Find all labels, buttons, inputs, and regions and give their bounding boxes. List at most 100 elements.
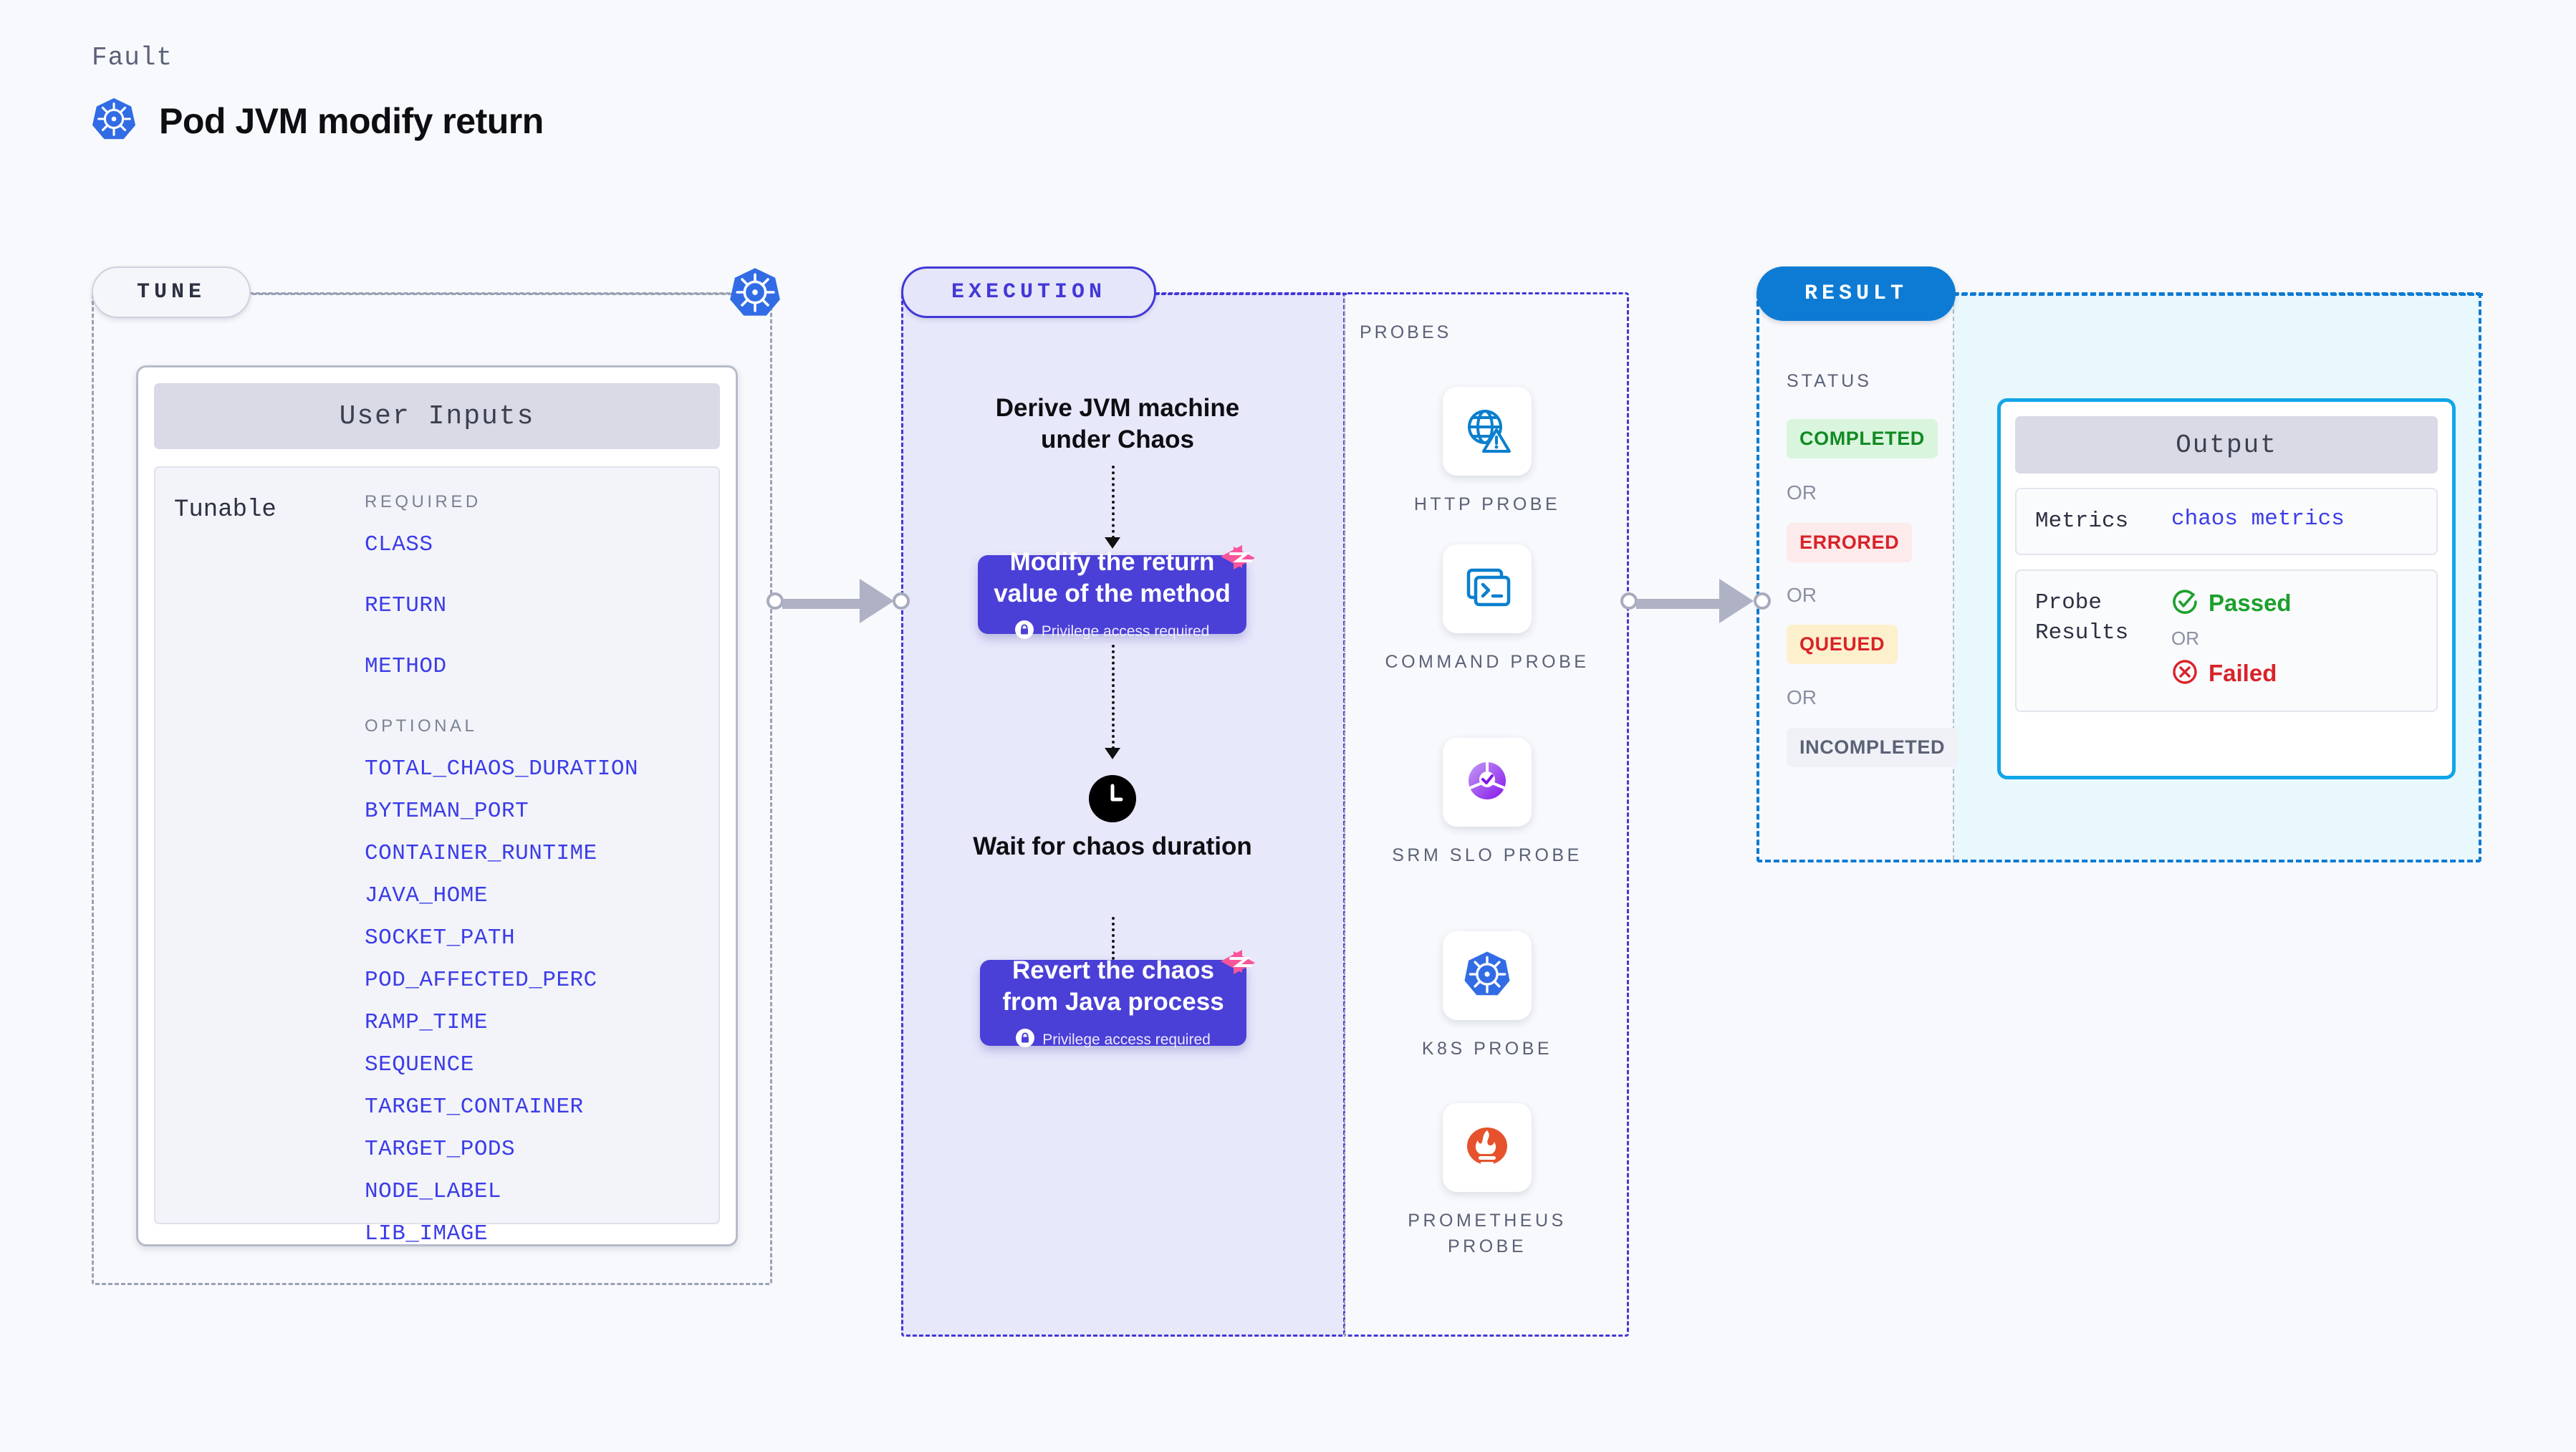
execution-action-card-3[interactable]: Revert the chaos from Java process Privi… <box>980 950 1255 1048</box>
connector-arrowhead <box>860 579 894 623</box>
metrics-value[interactable]: chaos metrics <box>2171 506 2345 532</box>
globe-warning-icon <box>1461 404 1513 459</box>
connector-tune-to-execution <box>766 579 910 623</box>
probe-results-values: Passed OR Failed <box>2171 588 2292 689</box>
tunable-label: Tunable <box>174 496 277 524</box>
probe-tile <box>1443 544 1532 633</box>
probe-result-or: OR <box>2171 627 2199 649</box>
result-divider <box>1953 295 1954 860</box>
fault-label: Fault <box>92 43 173 72</box>
status-section-label: STATUS <box>1787 371 1872 391</box>
probe-label: PROMETHEUS PROBE <box>1408 1211 1567 1257</box>
connector-line <box>1636 599 1736 609</box>
required-params-list: CLASS RETURN METHOD <box>365 532 711 679</box>
parameters-column: REQUIRED CLASS RETURN METHOD OPTIONAL TOTA… <box>360 489 711 1246</box>
execution-action-card-1[interactable]: Modify the return value of the method Pr… <box>978 545 1255 640</box>
lock-icon <box>1014 620 1034 643</box>
litmus-chaos-icon <box>1218 538 1258 578</box>
probe-result-failed: Failed <box>2171 658 2292 689</box>
title-row: Pod JVM modify return <box>92 97 544 145</box>
prometheus-icon <box>1461 1120 1513 1175</box>
probe-tile <box>1443 738 1532 827</box>
output-title: Output <box>2015 416 2438 473</box>
passed-label: Passed <box>2209 590 2292 617</box>
param-container-runtime[interactable]: CONTAINER_RUNTIME <box>365 841 597 866</box>
probe-tile <box>1443 387 1532 476</box>
param-target-pods[interactable]: TARGET_PODS <box>365 1137 516 1162</box>
param-ramp-time[interactable]: RAMP_TIME <box>365 1010 488 1035</box>
user-inputs-title: User Inputs <box>154 383 720 449</box>
stage-pill-execution[interactable]: EXECUTION <box>901 266 1156 318</box>
connector-end-node <box>1754 592 1771 610</box>
optional-params-list: TOTAL_CHAOS_DURATION BYTEMAN_PORT CONTAINE… <box>365 756 711 1246</box>
connector-start-node <box>1620 592 1638 610</box>
action-card-title: Modify the return value of the method <box>994 547 1231 607</box>
param-lib-image[interactable]: LIB_IMAGE <box>365 1221 488 1246</box>
srm-slo-icon <box>1461 755 1513 810</box>
kubernetes-icon <box>729 266 781 318</box>
status-or-0: OR <box>1787 481 1817 504</box>
tunable-section: Tunable REQUIRED CLASS RETURN METHOD OPTIO… <box>154 466 720 1246</box>
execution-step-title-0: Derive JVM machine under Chaos <box>995 394 1240 453</box>
param-byteman-port[interactable]: BYTEMAN_PORT <box>365 799 529 824</box>
param-class[interactable]: CLASS <box>365 532 433 557</box>
probe-label: COMMAND PROBE <box>1385 652 1590 672</box>
tune-header-dash <box>252 293 732 295</box>
lock-icon <box>1016 1029 1035 1051</box>
stage-pill-tune[interactable]: TUNE <box>92 266 251 318</box>
probes-divider <box>1344 292 1346 1337</box>
page-title: Pod JVM modify return <box>159 100 544 141</box>
status-badge-incompleted: INCOMPLETED <box>1787 728 1959 767</box>
result-header-dash <box>1953 293 2483 296</box>
param-method[interactable]: METHOD <box>365 654 447 679</box>
param-target-container[interactable]: TARGET_CONTAINER <box>365 1095 584 1120</box>
connector-execution-to-result <box>1620 579 1771 623</box>
output-row-probe-results: Probe Results Passed OR <box>2015 569 2438 712</box>
litmus-chaos-icon <box>1218 943 1258 983</box>
kubernetes-icon <box>92 97 136 145</box>
probe-item-srm-slo[interactable]: SRM SLO PROBE <box>1380 738 1595 868</box>
connector-start-node <box>766 592 784 610</box>
kubernetes-icon <box>1461 948 1513 1004</box>
probes-section-label: PROBES <box>1360 322 1452 342</box>
param-java-home[interactable]: JAVA_HOME <box>365 883 488 908</box>
connector-line <box>782 599 877 609</box>
status-or-2: OR <box>1787 686 1817 708</box>
privilege-row: Privilege access required <box>1016 1029 1211 1051</box>
probe-label: SRM SLO PROBE <box>1392 845 1582 865</box>
required-group-label: REQUIRED <box>365 492 481 511</box>
privilege-text: Privilege access required <box>1042 1031 1211 1048</box>
connector-end-node <box>893 592 910 610</box>
stage-pill-result[interactable]: RESULT <box>1756 266 1956 321</box>
probe-results-key: Probe Results <box>2035 590 2129 645</box>
param-pod-affected-perc[interactable]: POD_AFFECTED_PERC <box>365 968 597 993</box>
param-return[interactable]: RETURN <box>365 593 447 618</box>
status-or-1: OR <box>1787 584 1817 606</box>
probe-item-command[interactable]: COMMAND PROBE <box>1380 544 1595 675</box>
privilege-text: Privilege access required <box>1041 622 1210 640</box>
x-circle-icon <box>2171 658 2198 689</box>
clock-icon <box>1089 775 1136 822</box>
output-row-metrics: Metrics chaos metrics <box>2015 488 2438 555</box>
optional-group-label: OPTIONAL <box>365 716 478 736</box>
check-circle-icon <box>2171 588 2198 619</box>
probe-tile <box>1443 1103 1532 1192</box>
terminal-icon <box>1461 562 1513 617</box>
status-badge-queued: QUEUED <box>1787 625 1898 664</box>
failed-label: Failed <box>2209 660 2277 687</box>
param-total-chaos-duration[interactable]: TOTAL_CHAOS_DURATION <box>365 756 639 782</box>
probe-item-k8s[interactable]: K8S PROBE <box>1380 931 1595 1062</box>
metrics-key: Metrics <box>2035 509 2129 534</box>
status-badge-errored: ERRORED <box>1787 523 1913 562</box>
page-header: Fault Pod JVM modify return <box>92 43 544 145</box>
probe-item-prometheus[interactable]: PROMETHEUS PROBE <box>1380 1103 1595 1260</box>
connector-arrowhead <box>1719 579 1754 623</box>
param-node-label[interactable]: NODE_LABEL <box>365 1179 502 1204</box>
action-card-title: Revert the chaos from Java process <box>1002 956 1224 1016</box>
param-sequence[interactable]: SEQUENCE <box>365 1052 474 1077</box>
status-badge-completed: COMPLETED <box>1787 419 1938 458</box>
param-socket-path[interactable]: SOCKET_PATH <box>365 925 516 951</box>
probe-item-http[interactable]: HTTP PROBE <box>1380 387 1595 517</box>
execution-step-title-2: Wait for chaos duration <box>973 832 1252 860</box>
output-card: Output Metrics chaos metrics Probe Resul… <box>1997 398 2456 779</box>
